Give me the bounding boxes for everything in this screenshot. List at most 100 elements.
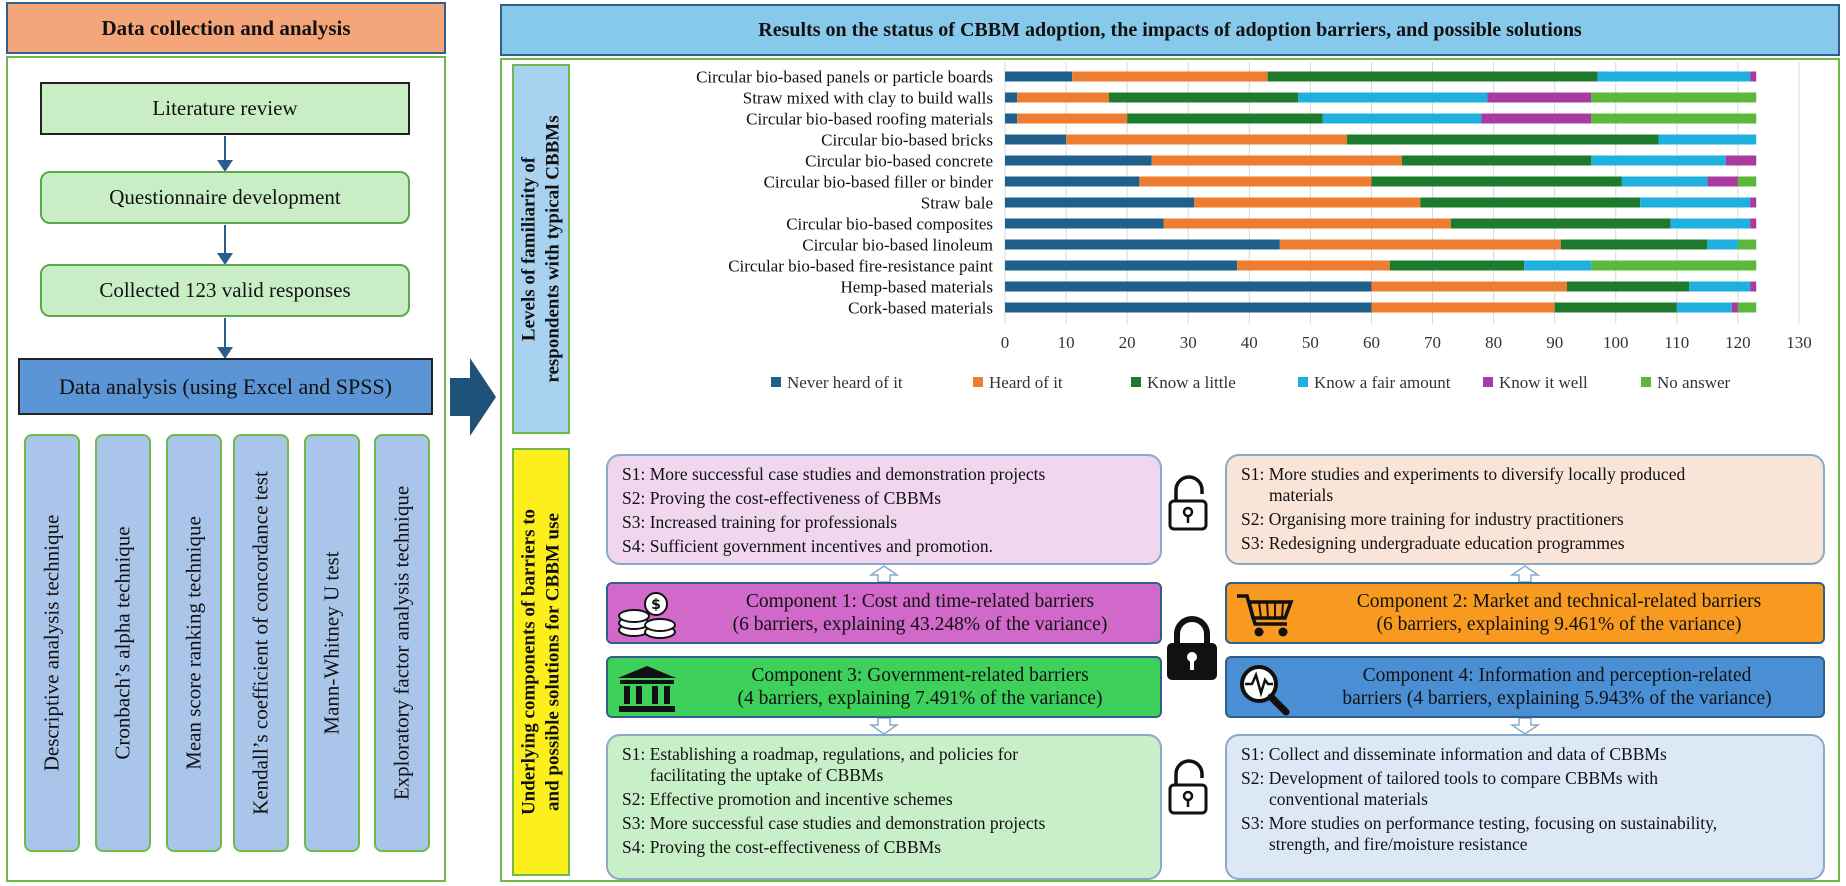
literature-review-box: Literature review [40,82,410,135]
side-top-line-2: respondents with typical CBBMs [542,115,563,383]
right-header-text: Results on the status of CBBM adoption, … [758,18,1582,41]
technique-cronbach: Cronbach’s alpha technique [95,434,151,852]
bar-segment [1737,302,1757,313]
shopping-cart-icon [1237,594,1294,637]
solutions-component-4: S1: Collect and disseminate information … [1225,734,1825,880]
category-label: Circular bio-based fire-resistance paint [728,257,993,276]
category-label: Circular bio-based roofing materials [746,110,993,129]
bar-segment [1005,218,1164,229]
bar-segment [1554,302,1677,313]
left-header-text: Data collection and analysis [101,15,351,40]
component-2-title: Component 2: Market and technical-relate… [1356,591,1762,612]
solution-item-cont: materials [1269,485,1334,505]
bar-segment [1750,197,1757,208]
bar-segment [1139,176,1372,187]
solution-item: S2: Development of tailored tools to com… [1241,768,1659,788]
technique-kendall: Kendall’s coefficient of concordance tes… [233,434,289,852]
technique-descriptive: Descriptive analysis technique [24,434,80,852]
bar-segment [1237,260,1390,271]
down-arrow-icon [1510,717,1540,735]
solution-item: S3: More studies on performance testing,… [1241,813,1718,833]
big-right-arrow-icon [450,358,496,436]
category-label: Circular bio-based linoleum [802,236,993,255]
bar-segment [1621,176,1708,187]
coins-icon: $ [618,592,676,639]
solution-item: S1: More studies and experiments to dive… [1241,464,1686,484]
category-label: Hemp-based materials [841,278,993,297]
legend-label: Never heard of it [787,373,903,392]
up-arrow-icon [869,565,899,583]
bar-segment [1005,281,1372,292]
x-tick-label: 70 [1424,333,1441,352]
solution-item: S2: Effective promotion and incentive sc… [622,789,953,809]
x-tick-label: 90 [1546,333,1563,352]
bar-segment [1194,197,1421,208]
bar-segment [1737,176,1757,187]
bar-segment [1658,134,1757,145]
bar-segment [1487,92,1592,103]
solution-item: S1: Establishing a roadmap, regulations,… [622,744,1019,764]
legend-label: Heard of it [989,373,1063,392]
legend-label: Know a fair amount [1314,373,1451,392]
technique-mann-whitney: Mann-Whitney U test [304,434,360,852]
bar-segment [1072,71,1268,82]
component-2-detail: (6 barriers, explaining 9.461% of the va… [1376,614,1742,636]
category-label: Circular bio-based concrete [805,152,993,171]
bar-segment [1591,155,1726,166]
bar-segment [1163,218,1451,229]
solution-item: S1: Collect and disseminate information … [1241,744,1667,764]
bar-segment [1640,197,1751,208]
legend-swatch [1131,377,1141,387]
bar-segment [1389,260,1525,271]
bar-segment [1127,113,1323,124]
bar-segment [1017,113,1128,124]
component-3-box: Component 3: Government-related barriers… [606,656,1162,718]
component-1-title: Component 1: Cost and time-related barri… [745,591,1095,612]
right-panel-header: Results on the status of CBBM adoption, … [500,4,1840,56]
bar-segment [1560,239,1708,250]
responses-box: Collected 123 valid responses [40,264,410,317]
arrow-down-3 [217,318,233,359]
x-tick-label: 30 [1180,333,1197,352]
side-top-line-1: Levels of familiarity of [518,156,540,342]
category-label: Straw mixed with clay to build walls [743,89,993,108]
solution-item-cont: strength, and fire/moisture resistance [1269,834,1528,854]
svg-text:$: $ [651,597,661,613]
arrow-down-2 [217,225,233,265]
left-panel-frame [6,56,446,882]
solution-item: S3: Redesigning undergraduate education … [1241,533,1625,553]
arrow-down-1 [217,136,233,172]
bar-segment [1420,197,1641,208]
bar-segment [1347,134,1659,145]
component-3-detail: (4 barriers, explaining 7.491% of the va… [737,688,1103,710]
bar-segment [1481,113,1592,124]
category-label: Cork-based materials [848,299,993,318]
bar-segment [1005,302,1372,313]
technique-label: Cronbach’s alpha technique [110,526,135,760]
side-bot-line-2: and possible solutions for CBBM use [542,513,563,811]
x-tick-label: 50 [1302,333,1319,352]
bar-segment [1298,92,1488,103]
bar-segment [1005,155,1152,166]
bar-segment [1566,281,1690,292]
x-tick-label: 130 [1786,333,1812,352]
component-1-box: $ Component 1: Cost and time-related bar… [606,582,1162,644]
bar-segment [1597,71,1751,82]
solution-item-cont: conventional materials [1269,789,1428,809]
data-analysis-label: Data analysis (using Excel and SPSS) [58,373,393,399]
locked-padlock-icon [1167,616,1217,680]
magnifier-pulse-icon [1240,665,1290,716]
bar-segment [1731,302,1738,313]
x-tick-label: 20 [1119,333,1136,352]
bar-segment [1591,113,1757,124]
bar-segment [1591,92,1757,103]
questionnaire-box: Questionnaire development [40,171,410,224]
unlocked-padlock-icon [1168,475,1208,531]
data-analysis-box: Data analysis (using Excel and SPSS) [18,358,433,415]
bar-segment [1591,260,1757,271]
bar-segment [1005,71,1073,82]
solution-item: S3: More successful case studies and dem… [622,813,1046,833]
solution-item: S2: Proving the cost-effectiveness of CB… [622,488,942,508]
responses-label: Collected 123 valid responses [99,278,351,302]
x-tick-label: 110 [1664,333,1689,352]
